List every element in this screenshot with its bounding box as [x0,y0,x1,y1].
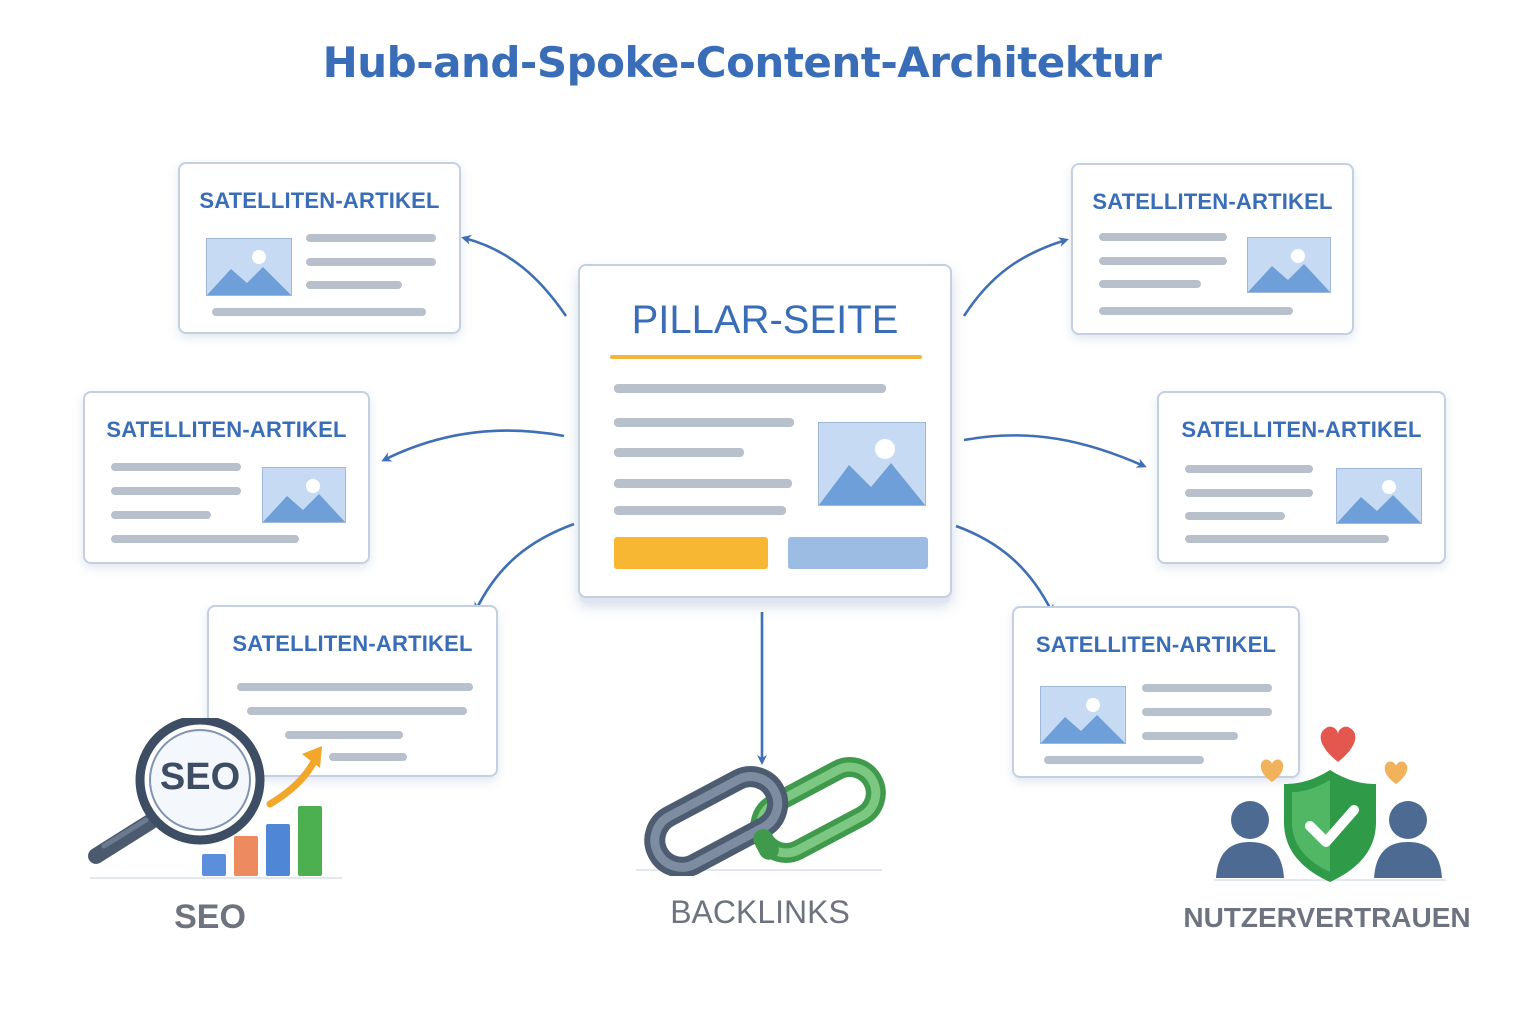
text-line [111,535,299,543]
text-line [1099,257,1227,265]
satellite-card-top-left: SATELLITEN-ARTIKEL [178,162,461,334]
satellite-card-mid-left: SATELLITEN-ARTIKEL [83,391,370,564]
text-line [1142,732,1238,740]
pillar-title-underline [610,355,922,359]
text-line [329,753,407,761]
diagram-title: Hub-and-Spoke-Content-Architektur [322,38,1162,87]
satellite-card-title: SATELLITEN-ARTIKEL [232,631,473,656]
arrow-to-bottom-right [955,524,1054,615]
satellite-card-bottom-left: SATELLITEN-ARTIKEL [207,605,498,777]
image-placeholder-icon [1336,468,1422,524]
text-line [306,258,436,266]
text-line [1044,756,1204,764]
pillar-page-title: PILLAR-SEITE [631,298,899,342]
image-placeholder-icon [262,467,346,523]
satellite-card-top-right: SATELLITEN-ARTIKEL [1071,163,1354,335]
arrow-to-mid-left [381,429,565,462]
secondary-action-block [788,537,928,569]
text-line [1142,684,1272,692]
arrow-to-bottom-left [474,522,575,613]
text-line [614,448,744,457]
text-line [111,487,241,495]
arrow-to-top-right [962,237,1069,317]
satellite-card-title: SATELLITEN-ARTIKEL [1035,632,1277,657]
text-line [1099,307,1293,315]
text-line [614,506,786,515]
text-line [1142,708,1272,716]
satellite-card-title: SATELLITEN-ARTIKEL [199,188,440,213]
text-line [1099,233,1227,241]
arrow-to-mid-right [963,434,1147,468]
image-placeholder-icon [1040,686,1126,744]
pillar-page-card: PILLAR-SEITE [578,264,952,598]
satellite-card-mid-right: SATELLITEN-ARTIKEL [1157,391,1446,564]
text-line [614,384,886,393]
arrow-to-top-left [461,234,568,317]
satellite-card-title: SATELLITEN-ARTIKEL [106,417,347,442]
trust-label: NUTZERVERTRAUEN [1183,902,1471,933]
text-line [614,479,792,488]
chain-link-icon [632,746,886,876]
seo-badge-text: SEO [159,756,241,798]
text-line [111,463,241,471]
seo-label: SEO [174,898,246,936]
text-line [237,683,473,691]
satellite-card-title: SATELLITEN-ARTIKEL [1092,189,1333,214]
text-line [306,281,402,289]
backlinks-label: BACKLINKS [670,894,850,930]
image-placeholder-icon [1247,237,1331,293]
satellite-card-title: SATELLITEN-ARTIKEL [1181,417,1422,442]
shield-check-users-icon [1210,722,1450,888]
text-line [1185,535,1389,543]
text-line [1185,489,1313,497]
text-line [285,731,403,739]
seo-icon: SEO [80,718,350,884]
primary-action-block [614,537,768,569]
image-placeholder-icon [206,238,292,296]
text-line [212,308,426,316]
text-line [247,707,467,715]
image-placeholder-icon [818,422,926,506]
text-line [614,418,794,427]
text-line [1099,280,1201,288]
text-line [111,511,211,519]
satellite-card-bottom-right: SATELLITEN-ARTIKEL [1012,606,1300,778]
text-line [1185,465,1313,473]
text-line [306,234,436,242]
text-line [1185,512,1285,520]
